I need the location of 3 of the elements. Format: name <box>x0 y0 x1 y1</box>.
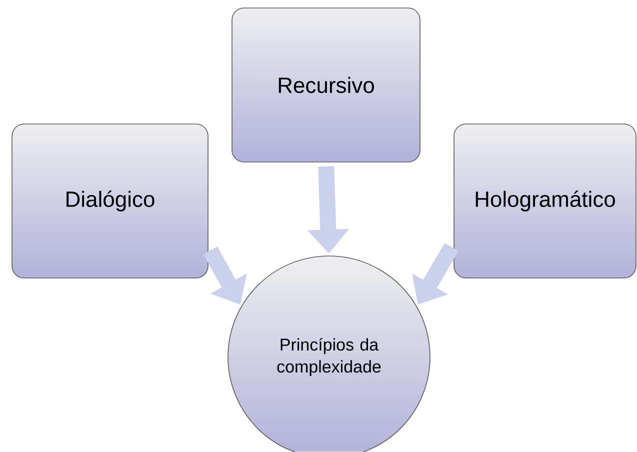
process-box: Recursivo <box>232 8 420 162</box>
process-box: Hologramático <box>454 124 636 278</box>
process-box: Dialógico <box>12 124 208 278</box>
